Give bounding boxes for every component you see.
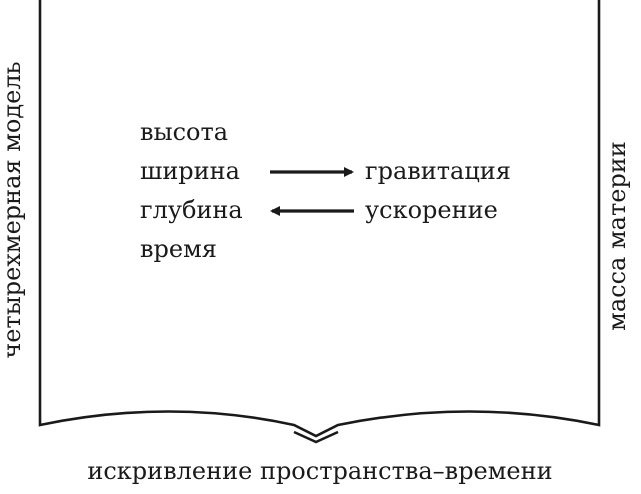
effect-acceleration: ускорение: [365, 196, 498, 224]
right-label: масса материи: [603, 141, 631, 331]
dimension-time: время: [140, 235, 217, 263]
dimension-depth: глубина: [140, 196, 243, 224]
bracket-frame: [38, 0, 601, 438]
dimension-height: высота: [140, 118, 228, 146]
dimension-width: ширина: [140, 157, 240, 185]
bottom-label: искривление пространства–времени: [87, 457, 552, 485]
left-label: четырехмерная модель: [0, 61, 26, 358]
effect-gravitation: гравитация: [365, 157, 511, 185]
bracket-inner-tip: [293, 430, 339, 444]
